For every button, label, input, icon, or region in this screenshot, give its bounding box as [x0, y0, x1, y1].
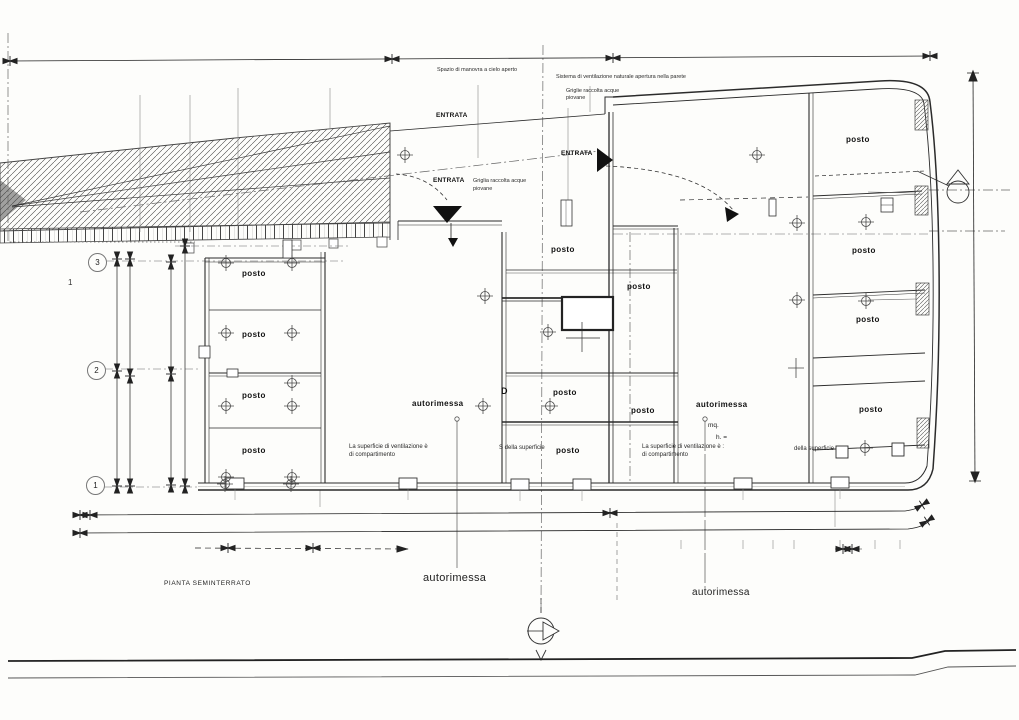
- note-ventilazione-right-1: La superficie di ventilazione è :: [642, 444, 725, 450]
- posto-label: posto: [551, 245, 575, 254]
- right-wall-pilasters: [867, 99, 930, 449]
- note-griglia-acque: Griglia raccolta acque: [473, 178, 527, 184]
- grid-bubble-1: 1: [86, 476, 105, 495]
- mq-label: mq.: [708, 422, 719, 429]
- posto-label: posto: [846, 135, 870, 144]
- north-arrow-icon: [527, 598, 560, 662]
- entrata-label-1: ENTRATA: [436, 112, 468, 119]
- note-spazio-manovra: Spazio di manovra a cielo aperto: [437, 67, 518, 73]
- grid-bubble-2: 2: [87, 361, 106, 380]
- grid-bubble-3-number: 3: [95, 258, 100, 267]
- centerlines: [7, 33, 1010, 617]
- posto-label: posto: [852, 246, 876, 255]
- grid-bubble-3: 3: [88, 253, 107, 272]
- note-ventilazione-right-2: di compartimento: [642, 452, 689, 458]
- dimension-lines: [2, 50, 981, 555]
- posto-label: posto: [856, 315, 880, 324]
- height-label: h. =: [716, 434, 728, 441]
- posto-label: posto: [631, 406, 655, 415]
- note-ventilazione-left-1: La superficie di ventilazione è: [349, 444, 428, 450]
- road-lines: [7, 649, 1017, 679]
- autorimessa-label: autorimessa: [696, 400, 748, 409]
- crosshair-markers: [216, 146, 875, 493]
- note-sistema-ventilazione: Sistema di ventilazione naturale apertur…: [556, 74, 686, 80]
- vent-boxes: [225, 476, 850, 501]
- room-d-label: D: [501, 386, 508, 396]
- posto-label: posto: [242, 391, 266, 400]
- posto-label: posto: [859, 405, 883, 414]
- autorimessa-caption: autorimessa: [692, 587, 750, 598]
- small-down-arrow-icon: [448, 238, 458, 247]
- entrance-arrow-icons: [395, 148, 739, 247]
- note-ventilazione-left-2: di compartimento: [349, 452, 396, 458]
- grid-bubble-1-number: 1: [93, 481, 98, 490]
- building-walls: [198, 79, 940, 491]
- posto-label: posto: [242, 446, 266, 455]
- grid-bubble-2-number: 2: [94, 366, 99, 375]
- section-marker-icon: [916, 169, 970, 204]
- entrata-down-arrow-icon: [433, 206, 462, 223]
- posto-label: posto: [242, 269, 266, 278]
- drive-path-arrow-icon: [725, 207, 739, 222]
- wall-fixtures: [198, 197, 894, 378]
- note-griglie-piovane: piovane: [566, 95, 586, 101]
- posto-label: posto: [242, 330, 266, 339]
- note-s-della-superficie: S della superficie: [499, 445, 545, 451]
- entrata-right-arrow-icon: [597, 148, 613, 172]
- note-griglia-piovane: piovane: [473, 186, 493, 192]
- autorimessa-caption: autorimessa: [423, 572, 487, 584]
- drawing-title: PIANTA SEMINTERRATO: [164, 580, 251, 587]
- axis-number: 1: [68, 278, 73, 287]
- entrata-label-2: ENTRATA: [561, 150, 593, 157]
- posto-label: posto: [556, 446, 580, 455]
- posto-label: posto: [553, 388, 577, 397]
- note-della-superficie: della superficie: [794, 446, 835, 452]
- construction-lines: [139, 85, 901, 549]
- note-griglie-acque: Griglie raccolta acque: [566, 88, 620, 94]
- posto-label: posto: [627, 282, 651, 291]
- ramp-hatch: [0, 122, 391, 240]
- autorimessa-label: autorimessa: [412, 399, 464, 408]
- entrata-label-3: ENTRATA: [433, 177, 465, 184]
- retaining-wall: [0, 222, 391, 254]
- leader-lines: [454, 416, 708, 588]
- parking-dividers: [209, 170, 926, 459]
